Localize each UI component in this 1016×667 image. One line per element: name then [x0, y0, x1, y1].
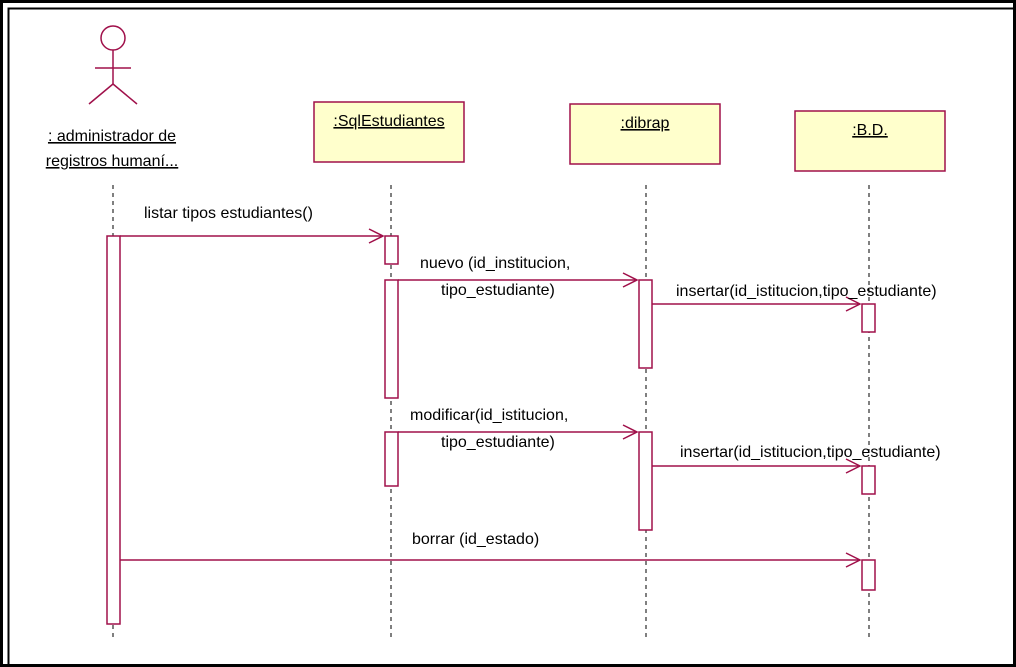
- object-box: [569, 103, 721, 165]
- activation-bd-2: [861, 465, 876, 495]
- activation-sql-3: [384, 431, 399, 487]
- activation-actor: [106, 235, 121, 625]
- message-label: borrar (id_estado): [412, 531, 539, 548]
- activations: [106, 235, 876, 625]
- message-label-line2: tipo_estudiante): [441, 434, 555, 451]
- message-label: insertar(id_istitucion,tipo_estudiante): [676, 283, 937, 300]
- activation-bd-3: [861, 559, 876, 591]
- object-label: :dibrap: [621, 115, 670, 132]
- actor-label-line1: : administrador de: [48, 128, 176, 145]
- message-label-line1: nuevo (id_institucion,: [420, 255, 570, 272]
- inner-border: [7, 7, 1016, 667]
- activation-dibrap-1: [638, 279, 653, 369]
- object-bd[interactable]: :B.D.: [794, 110, 946, 172]
- message-modificar[interactable]: modificar(id_istitucion, tipo_estudiante…: [398, 407, 639, 451]
- message-listar[interactable]: listar tipos estudiantes(): [120, 205, 385, 244]
- object-box: [794, 110, 946, 172]
- message-borrar[interactable]: borrar (id_estado): [120, 531, 862, 568]
- message-nuevo[interactable]: nuevo (id_institucion, tipo_estudiante): [398, 255, 639, 299]
- activation-dibrap-2: [638, 431, 653, 531]
- message-label-line2: tipo_estudiante): [441, 282, 555, 299]
- message-insertar-2[interactable]: insertar(id_istitucion,tipo_estudiante): [652, 444, 941, 474]
- message-label-line1: modificar(id_istitucion,: [410, 407, 568, 424]
- object-box: [313, 101, 465, 163]
- message-insertar-1[interactable]: insertar(id_istitucion,tipo_estudiante): [652, 283, 937, 312]
- object-dibrap[interactable]: :dibrap: [569, 103, 721, 165]
- activation-sql-1: [384, 235, 399, 265]
- activation-bd-1: [861, 303, 876, 333]
- message-label: listar tipos estudiantes(): [144, 205, 313, 222]
- activation-sql-2: [384, 279, 399, 399]
- object-label: :SqlEstudiantes: [333, 113, 444, 130]
- stick-figure-icon: [88, 25, 138, 105]
- actor[interactable]: : administrador de registros humaní...: [46, 25, 179, 170]
- object-sqlestudiantes[interactable]: :SqlEstudiantes: [313, 101, 465, 163]
- message-label: insertar(id_istitucion,tipo_estudiante): [680, 444, 941, 461]
- object-label: :B.D.: [852, 122, 888, 139]
- actor-label-line2: registros humaní...: [46, 153, 179, 170]
